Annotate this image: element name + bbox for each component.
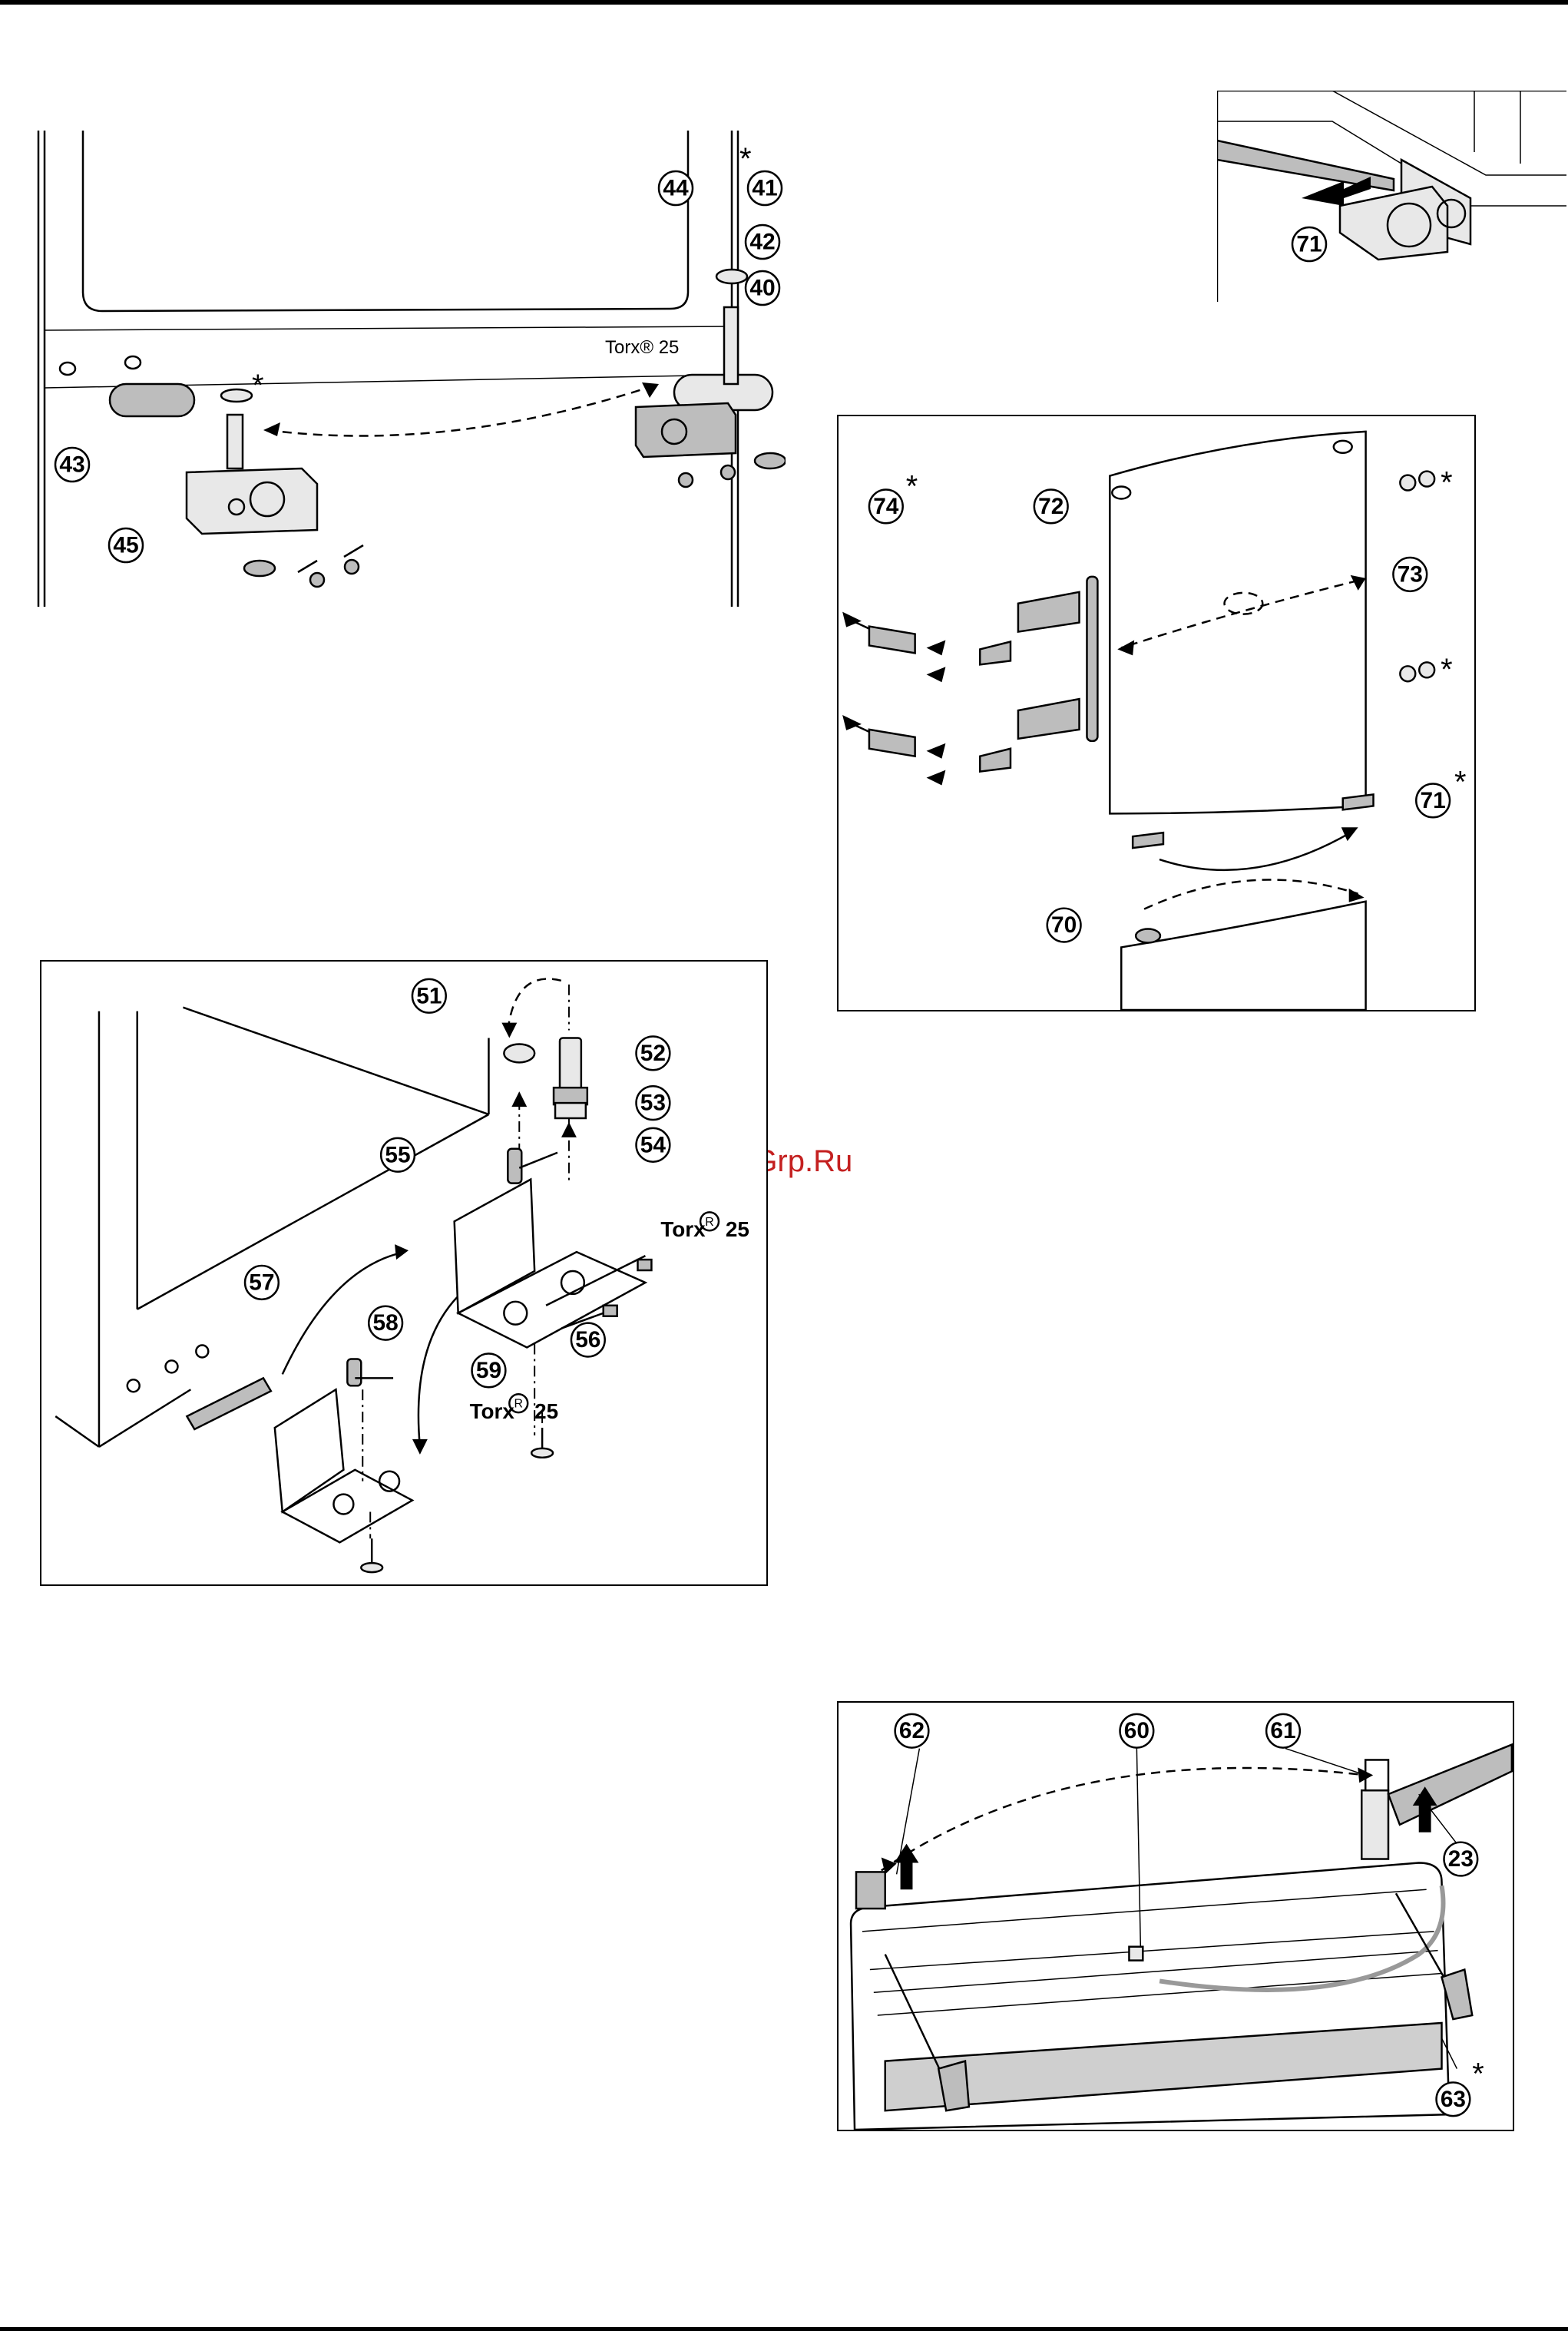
- bottom-rule: [0, 2327, 1568, 2331]
- svg-text:71: 71: [1421, 788, 1446, 813]
- svg-text:55: 55: [385, 1142, 410, 1167]
- svg-text:*: *: [1441, 465, 1452, 499]
- callout-44: 44: [659, 171, 693, 205]
- svg-text:41: 41: [752, 176, 777, 201]
- callout-58: 58: [369, 1306, 402, 1340]
- callout-62: 62: [895, 1714, 929, 1748]
- callout-61: 61: [1266, 1714, 1300, 1748]
- callout-53: 53: [637, 1086, 670, 1120]
- svg-text:40: 40: [749, 276, 775, 301]
- torx-label-upper: Torx R 25: [660, 1212, 749, 1241]
- torx-label-lower: Torx R 25: [470, 1394, 559, 1423]
- figure-clip-closeup: 71: [1217, 91, 1566, 302]
- svg-text:Torx: Torx: [470, 1399, 515, 1423]
- svg-text:63: 63: [1441, 2087, 1466, 2112]
- svg-text:*: *: [1454, 765, 1466, 799]
- svg-text:45: 45: [113, 533, 138, 558]
- figure-upper-hinge-drawing: 44 * 41 42 40 43 45 * Torx® 25: [37, 131, 786, 607]
- svg-text:R: R: [514, 1398, 524, 1411]
- callout-45: 45: [109, 528, 143, 562]
- figure-top-cover: 62 60 61 23 63 *: [837, 1701, 1514, 2131]
- svg-text:73: 73: [1398, 561, 1423, 587]
- svg-text:71: 71: [1296, 232, 1322, 257]
- svg-text:42: 42: [749, 230, 775, 255]
- svg-text:57: 57: [249, 1270, 274, 1295]
- callout-57: 57: [245, 1266, 279, 1299]
- svg-text:54: 54: [640, 1132, 667, 1157]
- svg-text:70: 70: [1051, 912, 1077, 938]
- svg-text:23: 23: [1448, 1846, 1474, 1872]
- svg-text:*: *: [906, 469, 918, 503]
- callout-42: 42: [746, 225, 779, 259]
- figure-door-handle: 74 * 72 73 * * 71 * 70: [837, 415, 1476, 1011]
- svg-text:51: 51: [416, 983, 442, 1008]
- figure-lower-hinge-drawing: 51 52 53 54 55 57 58 59 56 Torx R 25 Tor…: [41, 962, 766, 1584]
- callout-60: 60: [1120, 1714, 1154, 1748]
- svg-text:44: 44: [663, 176, 689, 201]
- figure-door-handle-drawing: 74 * 72 73 * * 71 * 70: [839, 416, 1474, 1010]
- callout-63: 63: [1437, 2082, 1470, 2116]
- svg-text:58: 58: [373, 1310, 399, 1336]
- figure-clip-closeup-drawing: 71: [1217, 91, 1566, 302]
- callout-72: 72: [1034, 490, 1068, 524]
- svg-text:60: 60: [1124, 1718, 1150, 1743]
- svg-text:*: *: [1472, 2057, 1484, 2091]
- svg-text:25: 25: [534, 1399, 558, 1423]
- top-rule: [0, 0, 1568, 5]
- svg-text:74: 74: [873, 494, 899, 519]
- torx-label: Torx® 25: [605, 337, 679, 358]
- svg-text:53: 53: [640, 1091, 666, 1116]
- callout-70: 70: [1047, 909, 1081, 942]
- figure-upper-hinge: 44 * 41 42 40 43 45 * Torx® 25: [37, 131, 786, 607]
- figure-lower-hinge: 51 52 53 54 55 57 58 59 56 Torx R 25 Tor…: [40, 960, 768, 1586]
- svg-text:*: *: [739, 142, 752, 176]
- callout-55: 55: [381, 1138, 415, 1172]
- svg-text:61: 61: [1270, 1718, 1295, 1743]
- svg-text:59: 59: [476, 1358, 501, 1383]
- callout-74: 74: [869, 490, 903, 524]
- svg-text:25: 25: [726, 1217, 749, 1241]
- callout-41: 41: [748, 171, 782, 205]
- callout-71: 71: [1416, 784, 1450, 818]
- svg-text:52: 52: [640, 1041, 666, 1066]
- svg-text:72: 72: [1038, 494, 1064, 519]
- svg-text:43: 43: [59, 452, 84, 478]
- callout-59: 59: [472, 1353, 506, 1387]
- callout-71: 71: [1292, 227, 1326, 261]
- callout-56: 56: [571, 1323, 605, 1357]
- callout-73: 73: [1393, 558, 1427, 591]
- callout-54: 54: [637, 1128, 670, 1162]
- svg-text:*: *: [252, 369, 264, 402]
- svg-text:*: *: [1441, 653, 1452, 687]
- figure-top-cover-drawing: 62 60 61 23 63 *: [839, 1703, 1513, 2130]
- callout-40: 40: [746, 271, 779, 305]
- callout-43: 43: [55, 448, 89, 482]
- svg-text:Torx: Torx: [660, 1217, 706, 1241]
- callout-23: 23: [1444, 1842, 1477, 1876]
- svg-text:56: 56: [575, 1327, 600, 1352]
- svg-text:62: 62: [899, 1718, 925, 1743]
- callout-52: 52: [637, 1037, 670, 1071]
- callout-51: 51: [412, 979, 446, 1013]
- svg-text:R: R: [705, 1216, 713, 1229]
